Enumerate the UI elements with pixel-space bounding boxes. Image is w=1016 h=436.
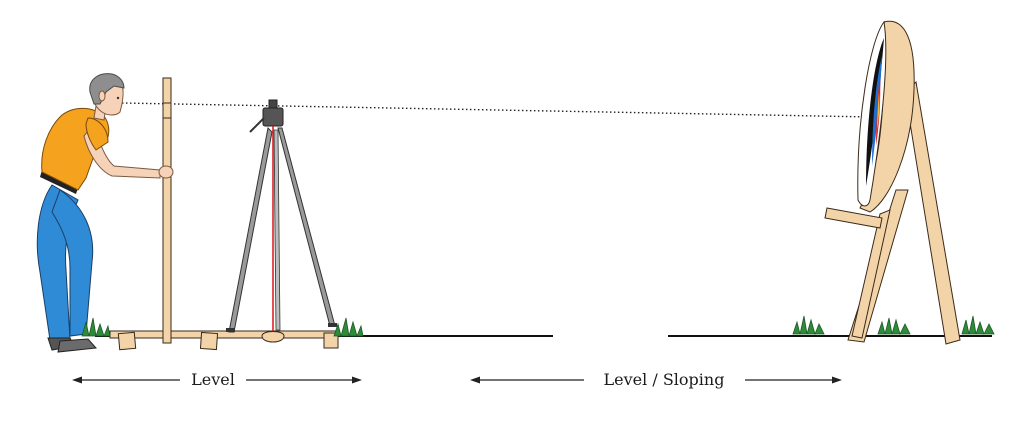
level-dimension: Level [72, 370, 362, 389]
label-level: Level [191, 370, 235, 389]
label-level-sloping: Level / Sloping [604, 370, 725, 389]
person-icon [36, 73, 174, 353]
level-board [109, 330, 339, 351]
sight-line [121, 102, 873, 118]
measuring-pole [162, 77, 172, 344]
target-easel-icon [824, 20, 961, 345]
tripod-laser-icon [226, 99, 337, 343]
level-sloping-dimension: Level / Sloping [470, 370, 842, 389]
grass-icons [81, 315, 995, 338]
